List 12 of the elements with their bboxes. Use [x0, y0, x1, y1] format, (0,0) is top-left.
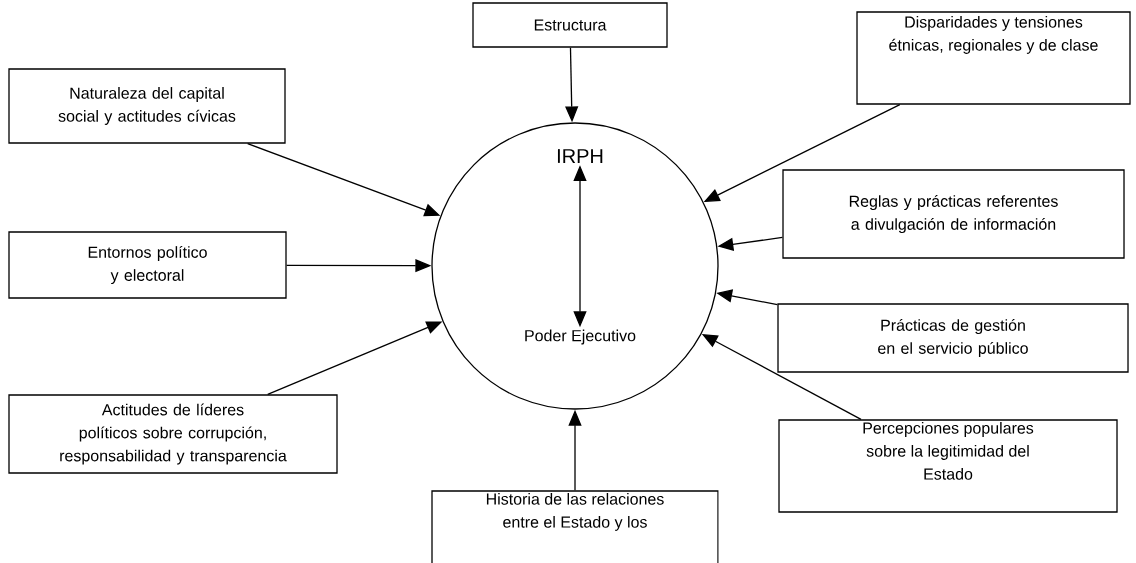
text-box: Disparidades y tensiones étnicas, regionales y de clase: [856, 11, 1131, 105]
text-box: Historia de las relaciones entre el Estado y los: [431, 490, 719, 563]
circle: [431, 122, 719, 410]
text-box: Estructura: [472, 2, 668, 48]
text-box: Actitudes de líderes políticos sobre corrupción, responsabilidad y transparencia: [8, 394, 338, 474]
text-box: Naturaleza del capital social y actitudes cívicas: [8, 68, 286, 144]
text-box: Percepciones populares sobre la legitimidad del Estado: [778, 419, 1118, 513]
text-box: Reglas y prácticas referentes a divulgación de información: [782, 169, 1125, 259]
label: Poder Ejecutivo: [525, 329, 636, 345]
text-box: Entornos político y electoral: [8, 231, 287, 299]
text-box: Prácticas de gestión en el servicio público: [777, 303, 1129, 373]
label: IRPH: [557, 149, 603, 163]
